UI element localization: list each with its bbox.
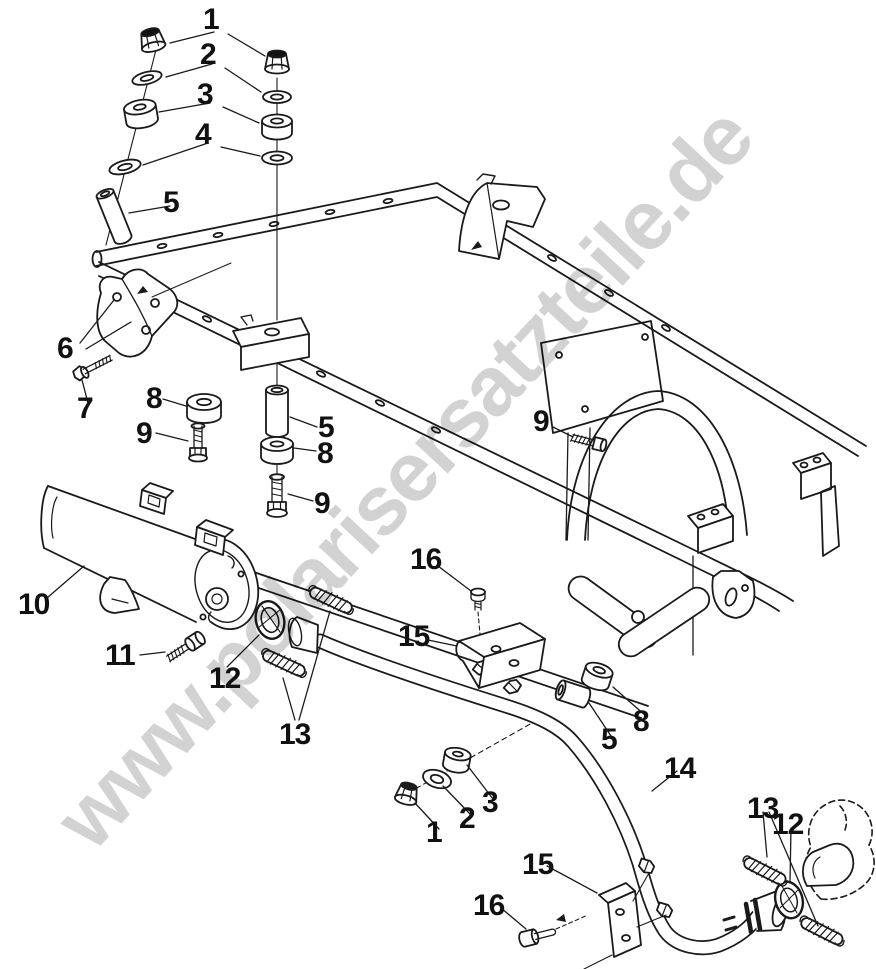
callout-2-bottom: 2 (459, 802, 476, 835)
callout-14: 14 (664, 752, 696, 785)
frame-mount-plate (540, 320, 664, 434)
washer-part-2 (131, 70, 163, 86)
frame-bracket-tower (458, 173, 546, 260)
callout-13: 13 (279, 718, 311, 751)
callout-10: 10 (18, 588, 50, 621)
bolt-part-9-right (569, 433, 608, 453)
callout-13-bottom: 13 (747, 792, 779, 825)
spring-part-13 (307, 584, 355, 616)
callout-5-right: 5 (601, 723, 618, 756)
engine-outline-dashed (802, 799, 875, 901)
callout-4-top: 4 (195, 118, 212, 151)
frame-wheel-arch (565, 390, 748, 656)
callout-6: 6 (57, 332, 74, 365)
washer-part-2 (262, 90, 292, 104)
clamp-bracket-part-15-upper (455, 622, 546, 689)
bolt-part-11 (165, 630, 206, 663)
callout-8-center: 8 (317, 437, 334, 470)
pipe-inlet-flare (287, 616, 319, 654)
fastener-stack-right (261, 49, 293, 166)
callout-1-top: 1 (203, 3, 220, 36)
bolt-part-16-lower (518, 928, 557, 948)
bushing-part-3 (123, 98, 159, 130)
bolt-part-9-center (266, 473, 288, 518)
callout-12-bottom: 12 (772, 808, 804, 841)
muffler-part-10 (40, 482, 260, 631)
callout-8-left: 8 (146, 382, 163, 415)
frame-end-bracket (792, 452, 840, 557)
bushing-part-3-bottom (442, 746, 472, 774)
spring-part-13 (260, 647, 308, 679)
washer-part-4 (261, 150, 293, 166)
callout-3-bottom: 3 (482, 786, 499, 819)
callout-9-left: 9 (136, 417, 153, 450)
callout-9-center: 9 (314, 487, 331, 520)
frame-hanger-bracket (232, 314, 310, 371)
assembly-axis-lines (105, 41, 589, 930)
pipe-clamp (502, 678, 522, 695)
callout-12: 12 (209, 662, 241, 695)
callout-5-center: 5 (318, 411, 335, 444)
mount-bracket-part-6 (96, 268, 179, 358)
washer-part-2-bottom (422, 768, 452, 790)
bolt-part-9 (188, 422, 208, 463)
bolt-part-7 (72, 354, 113, 382)
callout-15-upper: 15 (398, 620, 430, 653)
clamp-bracket-part-15-lower (583, 872, 667, 969)
bolt-part-16-upper (470, 587, 486, 611)
washer-part-4 (108, 158, 142, 176)
spring-part-13-bottom (799, 915, 845, 947)
callout-9-right: 9 (533, 405, 550, 438)
fastener-stack-left (95, 27, 167, 245)
callout-2-top: 2 (200, 38, 217, 71)
frame-assembly (91, 173, 867, 719)
callout-8-right: 8 (633, 705, 650, 738)
bushing-part-8-center (260, 436, 294, 465)
pipe-clamp (638, 857, 656, 874)
spacer-part-5 (95, 187, 133, 245)
spacer-part-5-center (265, 384, 289, 438)
spring-part-13-bottom (742, 855, 788, 887)
bushing-part-8 (186, 393, 222, 424)
callout-1-bottom: 1 (426, 816, 443, 849)
frame-slotted-plate (711, 570, 756, 619)
pipe-clamp (656, 901, 674, 918)
callout-11: 11 (105, 639, 136, 672)
callout-16-lower: 16 (473, 889, 505, 922)
callout-5-left: 5 (163, 186, 180, 219)
callout-3-top: 3 (197, 78, 214, 111)
locknut-part-1 (264, 49, 290, 75)
frame-mount-bracket-right (687, 503, 734, 554)
frame-footrest-cross (567, 575, 711, 658)
locknut-part-1-bottom (393, 781, 418, 806)
exhaust-pipe-part-14 (312, 633, 791, 956)
bushing-part-8-right (580, 661, 614, 692)
spacer-part-5-right (554, 679, 592, 709)
callout-16-upper: 16 (410, 543, 442, 576)
callout-leader-lines (46, 31, 819, 930)
callout-15-lower: 15 (522, 848, 554, 881)
locknut-part-1 (140, 27, 167, 53)
direction-arrows (137, 241, 566, 922)
bushing-part-3 (261, 113, 293, 141)
callout-7: 7 (77, 392, 94, 425)
gasket-part-12 (254, 600, 286, 640)
